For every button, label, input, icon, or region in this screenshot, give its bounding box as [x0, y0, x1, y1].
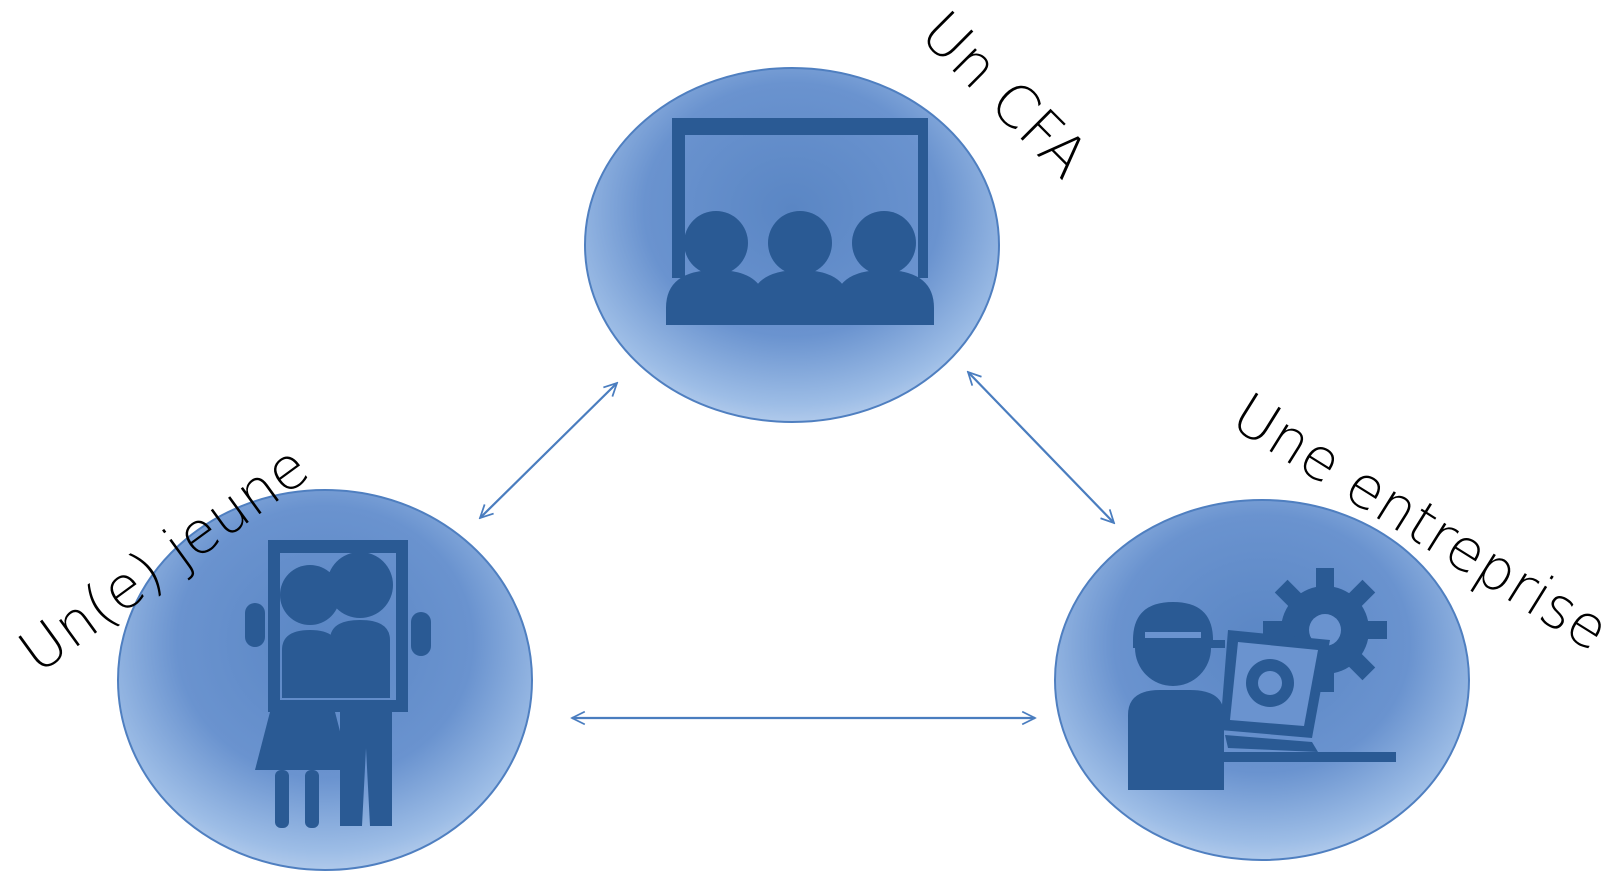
- node-jeune: Un(e) jeune: [6, 432, 533, 871]
- node-entreprise: Une entreprise: [1054, 379, 1606, 861]
- worker-laptop-gear-icon: [1128, 568, 1396, 790]
- connector-jeune-cfa: [480, 383, 617, 518]
- couple-with-frame-icon: [245, 540, 431, 828]
- node-cfa: Un CFA: [584, 0, 1102, 423]
- connector-cfa-entreprise: [968, 372, 1114, 523]
- classroom-audience-icon: [666, 118, 934, 325]
